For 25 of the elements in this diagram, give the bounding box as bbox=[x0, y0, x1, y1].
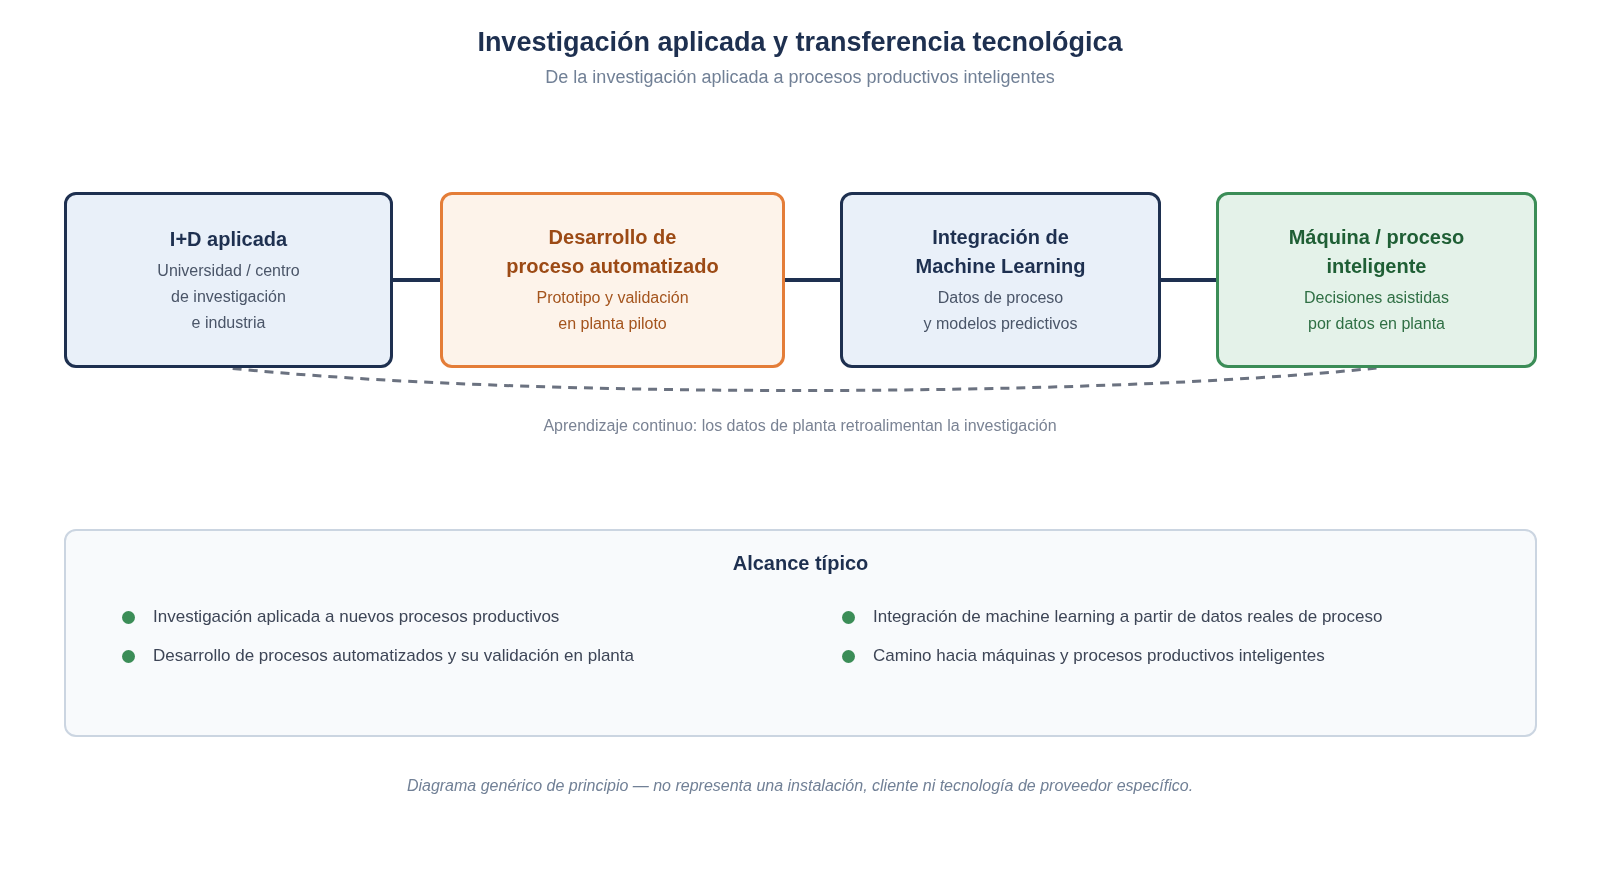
bullet-text: Investigación aplicada a nuevos procesos productivos bbox=[153, 606, 560, 628]
box-title: Máquina / proceso inteligente bbox=[1287, 225, 1466, 279]
diagram-title: Investigación aplicada y transferencia tecnológica bbox=[477, 26, 1123, 59]
summary-panel bbox=[64, 529, 1537, 737]
box-title: I+D aplicada bbox=[169, 226, 288, 252]
box-title: Desarrollo de proceso automatizado bbox=[506, 225, 719, 279]
box-description: Universidad / centro de investigación e industria bbox=[157, 260, 300, 333]
bullet-text: Integración de machine learning a partir de datos reales de proceso bbox=[873, 606, 1383, 628]
process-box bbox=[440, 192, 785, 368]
connector-line bbox=[1161, 278, 1216, 282]
box-title: Integración de Machine Learning bbox=[914, 225, 1087, 279]
box-description: Decisiones asistidas por datos en planta bbox=[1303, 288, 1450, 334]
bullet-text: Desarrollo de procesos automatizados y su validación en planta bbox=[153, 645, 634, 667]
subtitle: De la investigación aplicada a procesos productivos inteligentes bbox=[545, 66, 1055, 89]
connector-line bbox=[393, 278, 440, 282]
footnote: Diagrama genérico de principio — no representa una instalación, cliente ni tecnología de proveedor específico. bbox=[406, 776, 1194, 796]
box-description: Prototipo y validación en planta piloto bbox=[535, 288, 690, 334]
box-description: Datos de proceso y modelos predictivos bbox=[923, 288, 1078, 334]
bullet-text: Camino hacia máquinas y procesos productivos inteligentes bbox=[873, 645, 1325, 667]
note-text: Aprendizaje continuo: los datos de planta retroalimentan la investigación bbox=[543, 416, 1057, 436]
connector-line bbox=[785, 278, 840, 282]
process-box bbox=[840, 192, 1161, 368]
process-box bbox=[1216, 192, 1537, 368]
process-box bbox=[64, 192, 393, 368]
panel-heading: Alcance típico bbox=[732, 551, 869, 576]
